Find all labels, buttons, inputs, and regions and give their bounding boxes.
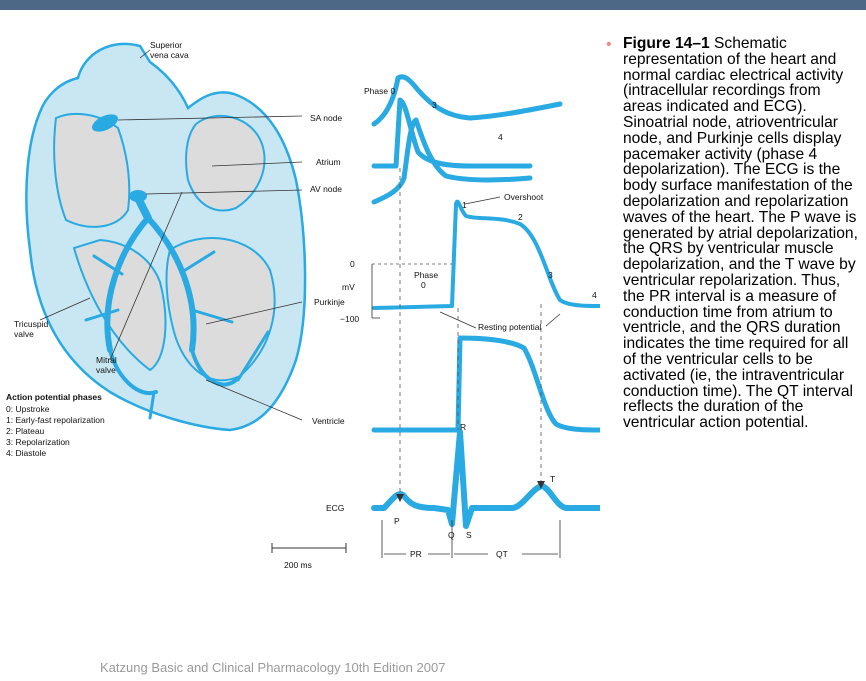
trace-labels: SA node Atrium AV node Purkinje Ventricl… xyxy=(310,113,345,513)
phase1-label: 1 xyxy=(462,200,467,210)
phase3-label: 3 xyxy=(548,270,553,280)
ventricle-trace xyxy=(374,338,600,430)
r-wave-label: R xyxy=(460,422,466,432)
scale-bar: 200 ms xyxy=(272,543,346,570)
t-wave-label: T xyxy=(550,474,555,484)
sa-node-label: SA node xyxy=(310,113,342,123)
y-axis-min: −100 xyxy=(340,314,359,324)
s-wave-label: S xyxy=(466,530,472,540)
legend-item: 3: Repolarization xyxy=(6,437,70,447)
heart-illustration: Superior vena cava Tricuspid valve Mitra… xyxy=(14,40,305,430)
pr-interval-label: PR xyxy=(410,549,422,559)
legend-item: 4: Diastole xyxy=(6,448,46,458)
mitral-label-line1: Mitral xyxy=(96,355,117,365)
purkinje-trace xyxy=(374,202,600,308)
phase-word-label: Phase xyxy=(414,270,438,280)
legend-title: Action potential phases xyxy=(6,392,102,402)
purkinje-label: Purkinje xyxy=(314,297,345,307)
phase-zero-label: 0 xyxy=(421,280,426,290)
legend-item: 1: Early-fast repolarization xyxy=(6,415,105,425)
mitral-label-line2: valve xyxy=(96,365,116,375)
ecg-label: ECG xyxy=(326,503,344,513)
qt-interval-label: QT xyxy=(496,549,508,559)
y-axis-zero: 0 xyxy=(350,259,355,269)
purkinje-axis: 0 mV −100 xyxy=(340,259,452,324)
source-credit: Katzung Basic and Clinical Pharmacology … xyxy=(100,660,445,675)
svc-label-line2: vena cava xyxy=(150,50,189,60)
tricuspid-label-line1: Tricuspid xyxy=(14,319,48,329)
cardiac-diagram: Superior vena cava Tricuspid valve Mitra… xyxy=(0,20,600,580)
action-potential-traces xyxy=(374,77,600,526)
figure-panel: Superior vena cava Tricuspid valve Mitra… xyxy=(0,20,600,580)
atrium-trace xyxy=(374,100,530,166)
top-accent-bar xyxy=(0,0,866,10)
legend-item: 2: Plateau xyxy=(6,426,45,436)
y-axis-unit: mV xyxy=(342,282,355,292)
ecg-trace xyxy=(374,432,600,526)
svc-label-line1: Superior xyxy=(150,40,182,50)
phase0-top-label: Phase 0 xyxy=(364,86,395,96)
overshoot-label: Overshoot xyxy=(504,192,544,202)
caption-bullet: • xyxy=(606,36,612,54)
right-atrium-chamber xyxy=(54,114,129,227)
ventricle-label: Ventricle xyxy=(312,416,345,426)
sa-phase4-label: 4 xyxy=(498,132,503,142)
q-wave-label: Q xyxy=(448,530,455,540)
phase2-label: 2 xyxy=(518,212,523,222)
tricuspid-label-line2: valve xyxy=(14,329,34,339)
atrium-label: Atrium xyxy=(316,157,341,167)
phase4-label: 4 xyxy=(592,290,597,300)
legend: Action potential phases 0: Upstroke 1: E… xyxy=(6,392,105,458)
p-wave-label: P xyxy=(394,516,400,526)
av-node-label: AV node xyxy=(310,184,342,194)
caption-body: Schematic representation of the heart an… xyxy=(623,35,858,431)
caption-title: Figure 14–1 xyxy=(623,35,710,52)
caption-text: Figure 14–1 Schematic representation of … xyxy=(623,36,862,431)
legend-item: 0: Upstroke xyxy=(6,404,50,414)
scale-bar-label: 200 ms xyxy=(284,560,312,570)
resting-potential-label: Resting potential xyxy=(478,322,541,332)
sa-phase3-label: 3 xyxy=(432,100,437,110)
